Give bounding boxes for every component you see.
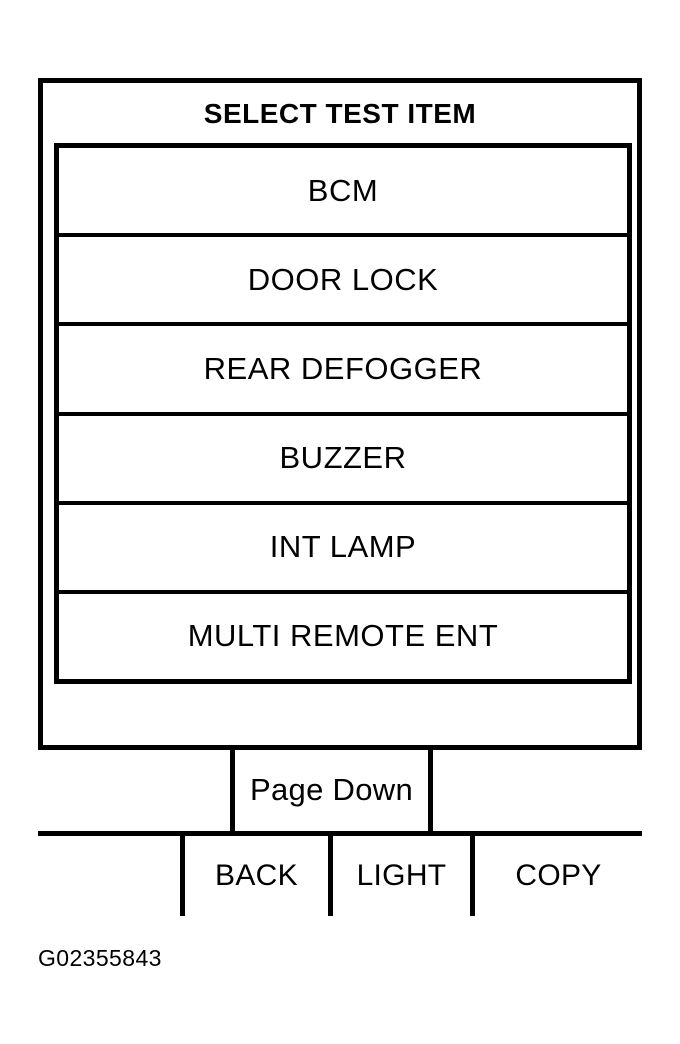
test-item-label: DOOR LOCK <box>247 261 439 297</box>
page-title: SELECT TEST ITEM <box>203 98 477 129</box>
test-item-row-door-lock[interactable]: DOOR LOCK <box>59 237 627 327</box>
softkey-area: Page Down BACK LIGHT COPY <box>38 745 642 916</box>
page-down-button[interactable]: Page Down <box>235 750 433 831</box>
softkey-blank-right <box>433 750 642 831</box>
softkey-label: COPY <box>515 858 602 892</box>
test-item-label: BCM <box>307 172 379 208</box>
softkey-blank-left <box>38 750 235 831</box>
test-item-row-buzzer[interactable]: BUZZER <box>59 415 627 505</box>
scan-tool-screen-frame: SELECT TEST ITEM BCM DOOR LOCK REAR DEFO… <box>38 78 642 916</box>
copy-button[interactable]: COPY <box>475 835 642 916</box>
test-item-row-int-lamp[interactable]: INT LAMP <box>59 504 627 594</box>
back-button[interactable]: BACK <box>185 835 333 916</box>
softkey-label: LIGHT <box>356 858 447 892</box>
softkey-row-function: BACK LIGHT COPY <box>38 835 642 916</box>
softkey-row-paging: Page Down <box>38 750 642 836</box>
test-item-label: REAR DEFOGGER <box>203 350 483 386</box>
test-item-row-bcm[interactable]: BCM <box>59 148 627 238</box>
test-item-label: INT LAMP <box>269 529 417 565</box>
softkey-label: BACK <box>215 858 298 892</box>
softkey-label: Page Down <box>250 772 413 808</box>
test-item-label: BUZZER <box>279 440 407 476</box>
figure-caption: G02355843 <box>38 945 162 971</box>
softkey-blank-function <box>38 835 185 916</box>
test-item-list: BCM DOOR LOCK REAR DEFOGGER BUZZER INT L… <box>54 143 632 684</box>
test-item-label: MULTI REMOTE ENT <box>187 618 499 654</box>
light-button[interactable]: LIGHT <box>333 835 475 916</box>
test-item-row-rear-defogger[interactable]: REAR DEFOGGER <box>59 326 627 416</box>
test-item-row-multi-remote-ent[interactable]: MULTI REMOTE ENT <box>59 593 627 680</box>
